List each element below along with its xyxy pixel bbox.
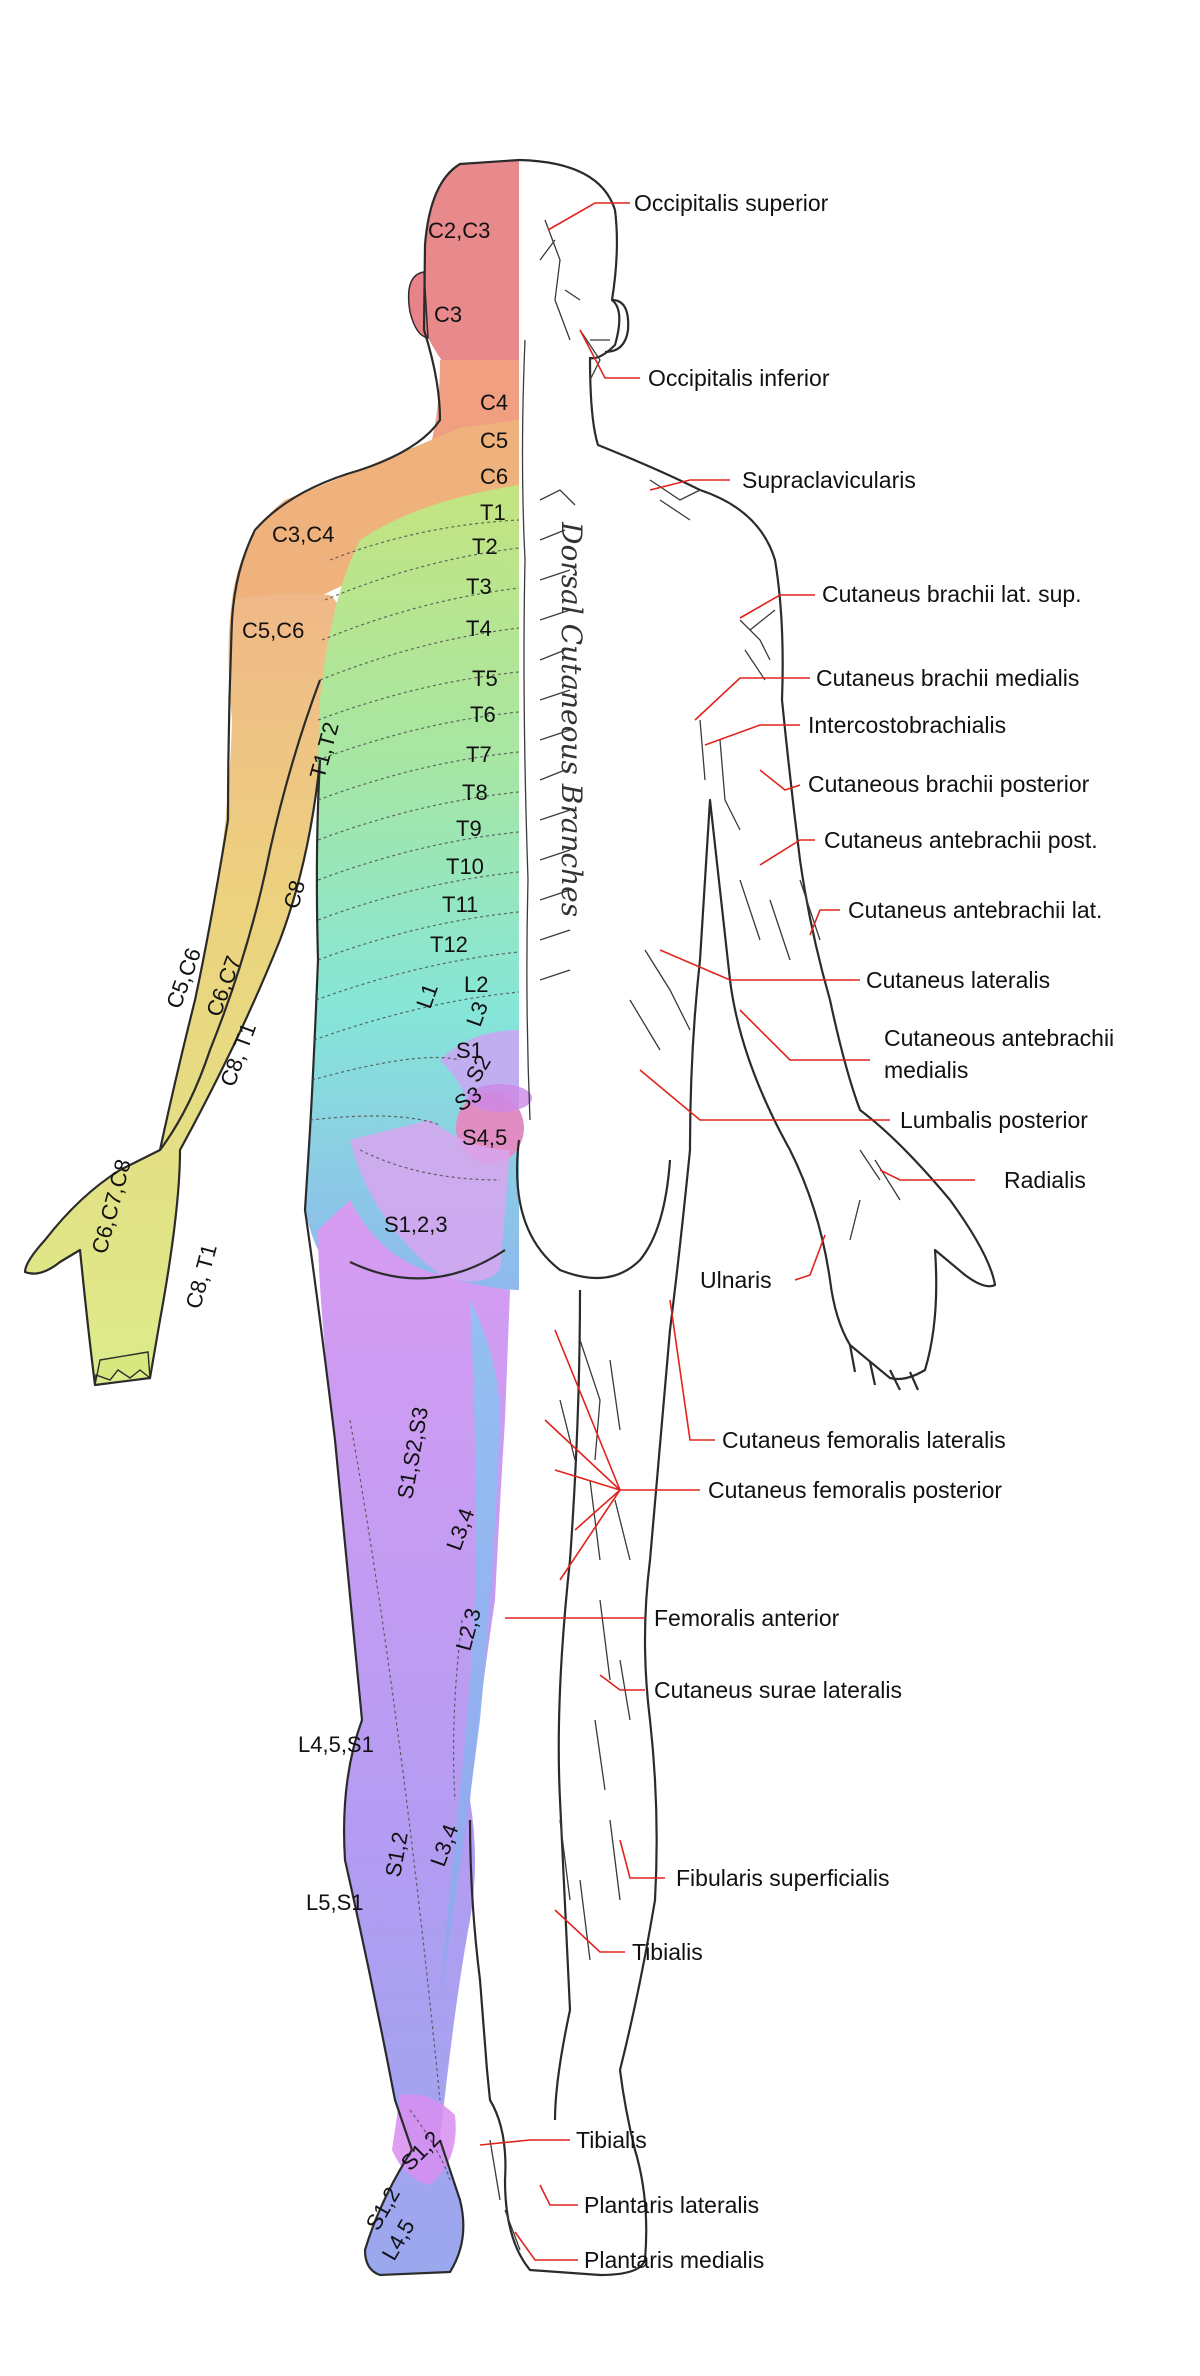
nerve-labels: Occipitalis superior Occipitalis inferio…	[576, 190, 1114, 2273]
heel-s12-region	[392, 2094, 456, 2185]
nerve-label: Cutaneus lateralis	[866, 967, 1050, 993]
nerve-label: Cutaneus antebrachii post.	[824, 827, 1098, 853]
segment-label: L4,5,S1	[298, 1732, 374, 1757]
segment-label: S1	[456, 1038, 483, 1063]
segment-label: C8, T1	[181, 1241, 222, 1311]
nerve-label: Lumbalis posterior	[900, 1107, 1088, 1133]
segment-label: T9	[456, 816, 482, 841]
segment-label: T7	[466, 742, 492, 767]
nerve-label: Occipitalis inferior	[648, 365, 830, 391]
right-hand-fingers	[848, 1344, 920, 1391]
nerve-label: Plantaris medialis	[584, 2247, 764, 2273]
segment-label: T6	[470, 702, 496, 727]
buttock-outline	[516, 1139, 672, 1280]
hand-fingers	[94, 1351, 151, 1386]
segment-label: C3	[434, 302, 462, 327]
leg-outer-strip	[440, 1300, 500, 2000]
segment-label: C5	[480, 428, 508, 453]
segment-label: C6	[480, 464, 508, 489]
nerve-label: Intercostobrachialis	[808, 712, 1006, 738]
right-ear	[604, 298, 630, 354]
body-outline-left	[23, 158, 520, 2277]
nerve-label: Tibialis	[576, 2127, 647, 2153]
segment-label: T12	[430, 932, 468, 957]
segment-label: T11	[442, 892, 478, 917]
segment-label: T10	[446, 854, 484, 879]
nerve-label: Cutaneus surae lateralis	[654, 1677, 902, 1703]
nerve-label: Cutaneus brachii medialis	[816, 665, 1079, 691]
nerve-label: Ulnaris	[700, 1267, 772, 1293]
segment-label: S1,2,3	[384, 1212, 448, 1237]
gluteal-s123-region	[350, 1120, 510, 1282]
dermatome-contours	[309, 519, 520, 2181]
segment-label: T4	[466, 616, 492, 641]
nerve-label: Cutaneus brachii lat. sup.	[822, 581, 1082, 607]
segment-label: C5,C6	[242, 618, 304, 643]
segment-label: C4	[480, 390, 508, 415]
segment-label: L5,S1	[306, 1890, 364, 1915]
nerve-label: Femoralis anterior	[654, 1605, 840, 1631]
dorsal-branches-label: Dorsal Cutaneous Branches	[555, 521, 588, 917]
nerve-label: Supraclavicularis	[742, 467, 916, 493]
nerve-branches	[489, 219, 901, 2251]
segment-label: C3,C4	[272, 522, 334, 547]
body-outline-right	[468, 158, 997, 2277]
head-region-c2c3	[424, 160, 519, 398]
segment-label: L2	[464, 972, 488, 997]
segment-label: S4,5	[462, 1125, 507, 1150]
inner-leg-line	[553, 1289, 582, 2121]
nerve-label: Cutaneous brachii posterior	[808, 771, 1090, 797]
shoulder-region-c3c4	[232, 420, 519, 610]
nerve-label: Cutaneus antebrachii lat.	[848, 897, 1102, 923]
leader-lines	[479, 202, 975, 2261]
nerve-label: Plantaris lateralis	[584, 2192, 759, 2218]
nerve-label: Cutaneous antebrachii	[884, 1025, 1114, 1051]
nerve-label: Cutaneus femoralis lateralis	[722, 1427, 1006, 1453]
dermatome-left-half	[23, 158, 532, 2277]
segment-label: T1	[480, 500, 506, 525]
nerve-label: Radialis	[1004, 1167, 1086, 1193]
sacral-s3-region	[468, 1084, 532, 1112]
nerve-label: Tibialis	[632, 1939, 703, 1965]
arm-region	[25, 593, 348, 1385]
nerve-label: medialis	[884, 1057, 968, 1083]
segment-label: T2	[472, 534, 498, 559]
nerve-label: Occipitalis superior	[634, 190, 829, 216]
segment-label: C2,C3	[428, 218, 490, 243]
inner-arm-line	[159, 679, 322, 1151]
gluteal-fold-line	[349, 1249, 506, 1280]
leg-region	[318, 1200, 510, 2275]
segment-label: T8	[462, 780, 488, 805]
segment-label: T3	[466, 574, 492, 599]
nerve-drawing-right-half	[468, 158, 997, 2277]
segment-label: T5	[472, 666, 498, 691]
nerve-label: Cutaneus femoralis posterior	[708, 1477, 1002, 1503]
nerve-label: Fibularis superficialis	[676, 1865, 889, 1891]
